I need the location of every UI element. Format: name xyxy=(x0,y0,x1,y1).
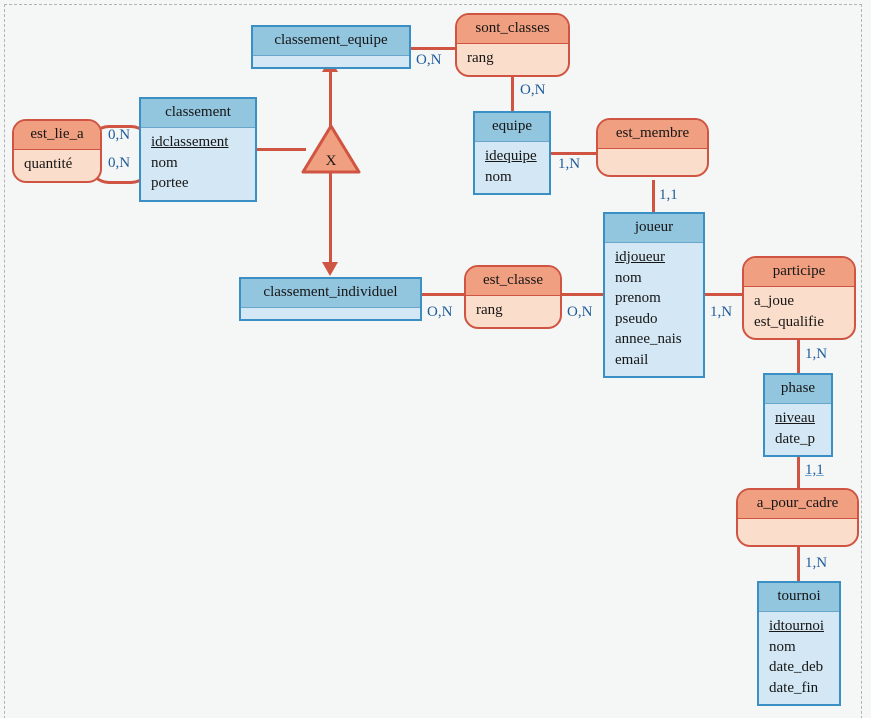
attribute-a-joue: a_joue xyxy=(754,293,794,309)
entity-classement[interactable]: classement idclassement nom portee xyxy=(139,97,257,202)
relationship-participe-name: participe xyxy=(744,258,854,287)
connector-est-membre-joueur xyxy=(652,180,655,213)
entity-equipe-name: equipe xyxy=(475,113,549,142)
attribute-idjoueur: idjoueur xyxy=(615,249,665,265)
entity-classement-equipe[interactable]: classement_equipe xyxy=(251,25,411,69)
connector-classement-equipe-sont-classes xyxy=(410,47,458,50)
connector-classement-individuel-est-classe xyxy=(421,293,468,296)
triangle-icon xyxy=(301,124,361,174)
entity-classement-equipe-attributes xyxy=(253,56,409,67)
entity-tournoi-attributes: idtournoi nom date_deb date_fin xyxy=(759,612,839,705)
attribute-rang-joueur: rang xyxy=(476,302,503,318)
attribute-est-qualifie: est_qualifie xyxy=(754,313,824,330)
cardinality-joueur-participe: 1,N xyxy=(710,304,733,320)
canvas-border xyxy=(4,4,862,718)
entity-classement-attributes: idclassement nom portee xyxy=(141,128,255,200)
relationship-sont-classes-name: sont_classes xyxy=(457,15,568,44)
cardinality-classement-equipe-sont-classes: O,N xyxy=(416,52,442,68)
connector-inheritance-up xyxy=(329,62,332,128)
entity-joueur-name: joueur xyxy=(605,214,703,243)
attribute-date-p: date_p xyxy=(775,430,815,447)
cardinality-est-lie-a-bottom: 0,N xyxy=(108,155,131,171)
relationship-est-lie-a[interactable]: est_lie_a quantité xyxy=(12,119,102,183)
connector-classement-inheritance xyxy=(256,148,306,151)
relationship-sont-classes[interactable]: sont_classes rang xyxy=(455,13,570,77)
relationship-a-pour-cadre-name: a_pour_cadre xyxy=(738,490,857,519)
relationship-est-classe[interactable]: est_classe rang xyxy=(464,265,562,329)
entity-classement-individuel-attributes xyxy=(241,308,420,319)
connector-est-classe-joueur xyxy=(558,293,604,296)
cardinality-est-lie-a-top: 0,N xyxy=(108,127,131,143)
entity-tournoi-name: tournoi xyxy=(759,583,839,612)
attribute-idtournoi: idtournoi xyxy=(769,618,824,634)
attribute-quantite: quantité xyxy=(24,156,73,172)
connector-a-pour-cadre-tournoi xyxy=(797,546,800,582)
relationship-sont-classes-attributes: rang xyxy=(457,44,568,75)
attribute-date-fin: date_fin xyxy=(769,679,819,696)
cardinality-a-pour-cadre-tournoi: 1,N xyxy=(805,555,828,571)
entity-phase-name: phase xyxy=(765,375,831,404)
connector-phase-a-pour-cadre xyxy=(797,452,800,490)
entity-phase[interactable]: phase niveau date_p xyxy=(763,373,833,458)
inheritance-symbol-label: X xyxy=(325,153,337,169)
cardinality-equipe-est-membre: 1,N xyxy=(558,156,581,172)
relationship-est-membre[interactable]: est_membre xyxy=(596,118,709,177)
entity-joueur[interactable]: joueur idjoueur nom prenom pseudo annee_… xyxy=(603,212,705,379)
entity-classement-equipe-name: classement_equipe xyxy=(253,27,409,56)
relationship-est-classe-name: est_classe xyxy=(466,267,560,296)
attribute-equipe-nom: nom xyxy=(485,168,512,185)
cardinality-est-classe-joueur: O,N xyxy=(567,304,593,320)
relationship-a-pour-cadre-attributes xyxy=(738,519,857,545)
relationship-participe[interactable]: participe a_joue est_qualifie xyxy=(742,256,856,341)
connector-sont-classes-equipe xyxy=(511,70,514,112)
relationship-a-pour-cadre[interactable]: a_pour_cadre xyxy=(736,488,859,547)
attribute-niveau: niveau xyxy=(775,410,815,426)
entity-joueur-attributes: idjoueur nom prenom pseudo annee_nais em… xyxy=(605,243,703,377)
connector-inheritance-down xyxy=(329,168,332,272)
attribute-nom: nom xyxy=(151,154,178,171)
entity-classement-individuel[interactable]: classement_individuel xyxy=(239,277,422,321)
relationship-est-membre-attributes xyxy=(598,149,707,175)
relationship-participe-attributes: a_joue est_qualifie xyxy=(744,287,854,338)
attribute-joueur-nom: nom xyxy=(615,269,642,286)
cardinality-classement-individuel-est-classe: O,N xyxy=(427,304,453,320)
attribute-rang-equipe: rang xyxy=(467,50,494,66)
entity-classement-individuel-name: classement_individuel xyxy=(241,279,420,308)
cardinality-phase-a-pour-cadre: 1,1 xyxy=(805,462,824,478)
attribute-idclassement: idclassement xyxy=(151,134,229,150)
connector-joueur-participe xyxy=(704,293,747,296)
entity-equipe[interactable]: equipe idequipe nom xyxy=(473,111,551,196)
relationship-est-lie-a-attributes: quantité xyxy=(14,150,100,181)
attribute-portee: portee xyxy=(151,175,189,192)
relationship-est-lie-a-name: est_lie_a xyxy=(14,121,100,150)
connector-equipe-est-membre xyxy=(550,152,598,155)
inheritance-symbol[interactable]: X xyxy=(301,124,361,174)
attribute-idequipe: idequipe xyxy=(485,148,537,164)
cardinality-participe-phase: 1,N xyxy=(805,346,828,362)
cardinality-sont-classes-equipe: O,N xyxy=(520,82,546,98)
entity-tournoi[interactable]: tournoi idtournoi nom date_deb date_fin xyxy=(757,581,841,707)
arrow-down-classement-individuel xyxy=(322,262,338,276)
attribute-date-deb: date_deb xyxy=(769,659,824,676)
attribute-pseudo: pseudo xyxy=(615,310,658,327)
relationship-est-membre-name: est_membre xyxy=(598,120,707,149)
relationship-est-classe-attributes: rang xyxy=(466,296,560,327)
connector-participe-phase xyxy=(797,337,800,374)
attribute-annee-nais: annee_nais xyxy=(615,331,682,348)
entity-equipe-attributes: idequipe nom xyxy=(475,142,549,194)
attribute-prenom: prenom xyxy=(615,290,661,307)
attribute-email: email xyxy=(615,351,649,368)
entity-classement-name: classement xyxy=(141,99,255,128)
entity-phase-attributes: niveau date_p xyxy=(765,404,831,456)
attribute-tournoi-nom: nom xyxy=(769,638,796,655)
cardinality-est-membre-joueur: 1,1 xyxy=(659,187,678,203)
